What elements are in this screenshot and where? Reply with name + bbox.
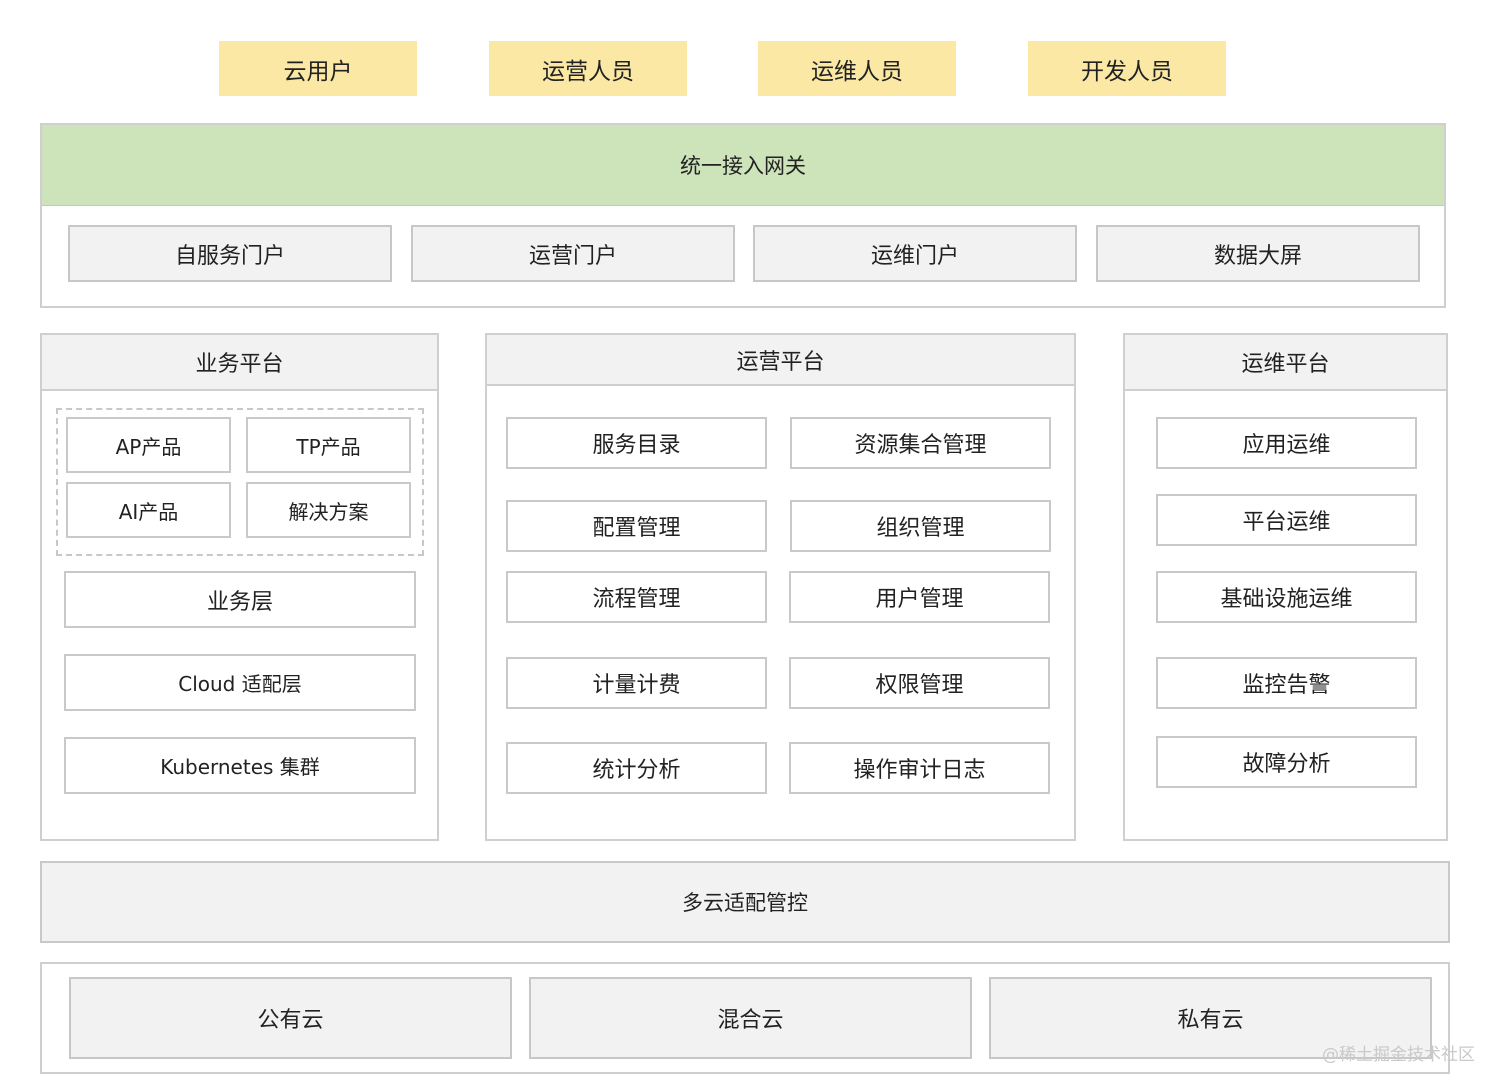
module-organization: 组织管理	[790, 500, 1051, 552]
module-label: 服务目录	[592, 433, 681, 458]
module-label: 用户管理	[875, 587, 964, 612]
product-tp: TP产品	[246, 417, 411, 473]
cloud-public: 公有云	[69, 977, 512, 1059]
operation-platform-header: 运营平台	[487, 335, 1074, 386]
module-label: 计量计费	[592, 673, 681, 698]
layer-cloud-adapter: Cloud 适配层	[64, 654, 416, 711]
portal-label: 运维门户	[870, 243, 959, 269]
module-label: 统计分析	[592, 758, 681, 783]
product-ap: AP产品	[66, 417, 231, 473]
role-ops-engineer: 运维人员	[758, 41, 956, 96]
panel-title: 运维平台	[1241, 352, 1330, 377]
product-label: TP产品	[296, 434, 361, 459]
portal-label: 运营门户	[528, 243, 617, 269]
product-group	[56, 408, 424, 556]
portal-label: 数据大屏	[1213, 243, 1302, 269]
module-label: 基础设施运维	[1220, 587, 1353, 612]
product-solution: 解决方案	[246, 482, 411, 538]
gateway-block: 统一接入网关 自服务门户 运营门户 运维门户 数据大屏	[40, 123, 1446, 308]
module-label: 组织管理	[876, 516, 965, 541]
layer-label: 业务层	[206, 589, 273, 615]
module-statistics: 统计分析	[506, 742, 767, 794]
module-config: 配置管理	[506, 500, 767, 552]
module-fault-analysis: 故障分析	[1156, 736, 1417, 788]
module-service-catalog: 服务目录	[506, 417, 767, 469]
panel-title: 业务平台	[195, 352, 284, 377]
module-label: 平台运维	[1242, 510, 1331, 535]
portal-self-service: 自服务门户	[68, 225, 392, 282]
role-label: 运维人员	[811, 58, 903, 85]
role-label: 云用户	[283, 58, 353, 85]
module-resource-set: 资源集合管理	[790, 417, 1051, 469]
layer-kubernetes: Kubernetes 集群	[64, 737, 416, 794]
module-label: 应用运维	[1242, 433, 1331, 458]
product-label: AI产品	[118, 499, 179, 524]
layer-label: Kubernetes 集群	[160, 755, 320, 779]
product-ai: AI产品	[66, 482, 231, 538]
module-label: 权限管理	[875, 673, 964, 698]
role-label: 运营人员	[542, 58, 634, 85]
gateway-title: 统一接入网关	[680, 154, 806, 178]
cloud-private: 私有云	[989, 977, 1432, 1059]
cloud-label: 混合云	[717, 1008, 784, 1033]
module-audit-log: 操作审计日志	[789, 742, 1050, 794]
panel-title: 运营平台	[736, 349, 825, 375]
module-platform-ops: 平台运维	[1156, 494, 1417, 546]
module-label: 流程管理	[592, 587, 681, 612]
module-permission: 权限管理	[789, 657, 1050, 709]
cloud-label: 公有云	[257, 1008, 324, 1033]
ops-platform-header: 运维平台	[1125, 335, 1446, 391]
cloud-label: 私有云	[1177, 1008, 1244, 1033]
role-operator: 运营人员	[489, 41, 687, 96]
layer-business: 业务层	[64, 571, 416, 628]
portal-operation: 运营门户	[411, 225, 735, 282]
multicloud-bar: 多云适配管控	[40, 861, 1450, 943]
module-label: 监控告警	[1242, 673, 1331, 698]
product-label: 解决方案	[288, 499, 369, 524]
role-developer: 开发人员	[1028, 41, 1226, 96]
layer-label: Cloud 适配层	[178, 672, 302, 696]
module-label: 操作审计日志	[853, 758, 986, 783]
portal-data-screen: 数据大屏	[1096, 225, 1420, 282]
module-billing: 计量计费	[506, 657, 767, 709]
clouds-container: 公有云 混合云 私有云	[40, 962, 1450, 1074]
module-infra-ops: 基础设施运维	[1156, 571, 1417, 623]
business-platform-panel: 业务平台 AP产品 TP产品 AI产品 解决方案 业务层 Cloud 适配层 K…	[40, 333, 439, 841]
gateway-title-band: 统一接入网关	[42, 125, 1444, 206]
module-monitoring: 监控告警	[1156, 657, 1417, 709]
operation-platform-panel: 运营平台 服务目录 资源集合管理 配置管理 组织管理 流程管理 用户管理 计量计…	[485, 333, 1076, 841]
cloud-hybrid: 混合云	[529, 977, 972, 1059]
module-label: 配置管理	[592, 516, 681, 541]
portal-label: 自服务门户	[174, 243, 285, 269]
module-label: 资源集合管理	[854, 433, 987, 458]
role-label: 开发人员	[1081, 58, 1173, 85]
portal-ops: 运维门户	[753, 225, 1077, 282]
module-label: 故障分析	[1242, 752, 1331, 777]
watermark: @稀土掘金技术社区	[1322, 1045, 1475, 1065]
business-platform-header: 业务平台	[42, 335, 437, 391]
role-cloud-user: 云用户	[219, 41, 417, 96]
multicloud-title: 多云适配管控	[682, 891, 808, 915]
module-user: 用户管理	[789, 571, 1050, 623]
product-label: AP产品	[115, 434, 182, 459]
ops-platform-panel: 运维平台 应用运维 平台运维 基础设施运维 监控告警 故障分析	[1123, 333, 1448, 841]
module-app-ops: 应用运维	[1156, 417, 1417, 469]
module-workflow: 流程管理	[506, 571, 767, 623]
